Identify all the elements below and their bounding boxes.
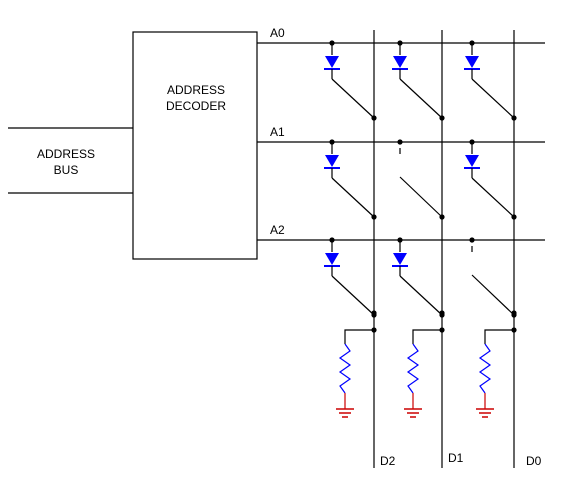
cell-link bbox=[399, 275, 443, 316]
address-decoder-label-line1: ADDRESS bbox=[167, 83, 225, 97]
load-c1 bbox=[404, 310, 445, 418]
row-junction-dot bbox=[469, 237, 475, 243]
address-bus-label-line2: BUS bbox=[54, 163, 79, 177]
column-junction-dot bbox=[439, 310, 445, 316]
cell-r2-c0 bbox=[324, 237, 377, 318]
address-line-label-a2: A2 bbox=[270, 223, 285, 237]
cell-r0-c1 bbox=[392, 40, 445, 121]
diode-icon bbox=[325, 253, 339, 265]
cell-r2-c2 bbox=[469, 237, 517, 318]
resistor-lead bbox=[344, 329, 374, 344]
diode-icon bbox=[393, 56, 407, 68]
address-decoder-box bbox=[132, 31, 258, 260]
resistor-icon bbox=[478, 343, 492, 394]
address-line-label-a1: A1 bbox=[270, 125, 285, 139]
pull-down-resistors bbox=[336, 310, 517, 418]
resistor-lead bbox=[484, 329, 514, 344]
column-junction-dot bbox=[511, 310, 517, 316]
cell-link bbox=[331, 177, 375, 218]
cell-link bbox=[399, 78, 443, 119]
cell-link bbox=[331, 275, 375, 316]
row-junction-dot bbox=[397, 139, 403, 145]
load-c0 bbox=[336, 310, 377, 418]
address-bus-label-line1: ADDRESS bbox=[37, 147, 95, 161]
resistor-lead bbox=[412, 329, 442, 344]
cell-link bbox=[331, 78, 375, 119]
data-line-label-d0: D0 bbox=[526, 454, 542, 468]
diode-icon bbox=[325, 155, 339, 167]
cell-r2-c1 bbox=[392, 237, 445, 318]
data-line-label-d1: D1 bbox=[448, 451, 464, 465]
diode-icon bbox=[325, 56, 339, 68]
open-link bbox=[471, 274, 515, 316]
cell-r0-c0 bbox=[324, 40, 377, 121]
column-junction-dot bbox=[371, 214, 377, 220]
diode-icon bbox=[465, 155, 479, 167]
column-junction-dot bbox=[511, 214, 517, 220]
resistor-icon bbox=[406, 343, 420, 394]
diode-icon bbox=[393, 253, 407, 265]
diode-icon bbox=[465, 56, 479, 68]
column-junction-dot bbox=[371, 115, 377, 121]
cell-r1-c1 bbox=[397, 139, 445, 220]
cell-link bbox=[471, 177, 515, 218]
open-link bbox=[399, 176, 443, 218]
address-line-label-a0: A0 bbox=[270, 26, 285, 40]
cell-r0-c2 bbox=[464, 40, 517, 121]
address-decoder-label-line2: DECODER bbox=[166, 99, 226, 113]
data-line-label-d2: D2 bbox=[380, 454, 396, 468]
cell-r1-c0 bbox=[324, 139, 377, 220]
cell-link bbox=[471, 78, 515, 119]
matrix-cells bbox=[324, 40, 517, 318]
column-junction-dot bbox=[439, 115, 445, 121]
load-c2 bbox=[476, 310, 517, 418]
column-junction-dot bbox=[511, 115, 517, 121]
cell-r1-c2 bbox=[464, 139, 517, 220]
column-junction-dot bbox=[371, 310, 377, 316]
column-junction-dot bbox=[439, 214, 445, 220]
resistor-icon bbox=[338, 343, 352, 394]
